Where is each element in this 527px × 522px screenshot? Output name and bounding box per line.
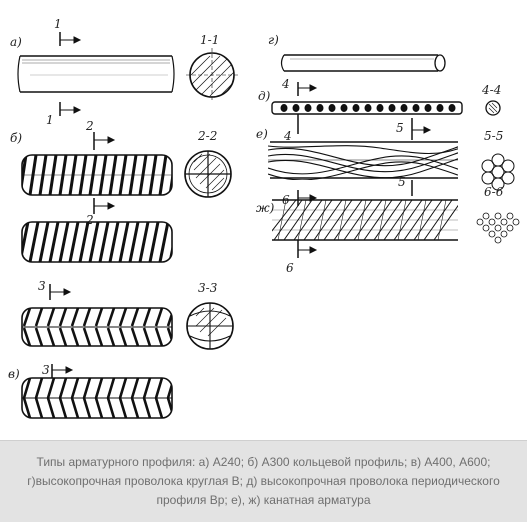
label-e: е): [256, 127, 268, 141]
cut-number-4-bottom: 4: [283, 129, 292, 143]
cut-number-5-bottom: 5: [398, 175, 406, 189]
cut-line-5-5: [411, 118, 432, 196]
label-zh: ж): [256, 201, 275, 215]
section-1-1: [186, 48, 238, 102]
strand-7-wire: [268, 141, 458, 180]
bar-a600-profile: [21, 377, 173, 419]
cut-line-1-1: [59, 32, 82, 116]
label-v: в): [8, 367, 20, 381]
wire-round-v: [280, 54, 446, 72]
bar-a400-profile: [21, 307, 173, 347]
bar-a300-ring-profile-view2: [21, 221, 173, 263]
cut-number-3-upper: 3: [38, 279, 46, 293]
label-g: г): [268, 33, 279, 47]
bar-a240: [17, 55, 175, 93]
cut-line-4-4: [297, 82, 318, 134]
bar-a300-ring-profile: [21, 154, 173, 196]
section-title-4-4: 4-4: [481, 83, 501, 97]
wire-periodic-vr: [271, 101, 463, 115]
cut-number-1-top: 1: [54, 17, 62, 31]
cut-number-1-bottom: 1: [46, 113, 54, 127]
rebar-profiles-drawing: а) 1 1 1-1 б) 2 2: [8, 17, 520, 419]
cut-line-3-3-lower: [51, 364, 74, 378]
label-b: б): [10, 131, 22, 145]
section-3-3: [186, 302, 234, 350]
cut-line-2-2: [93, 132, 116, 214]
figure-caption: Типы арматурного профиля: а) А240; б) А3…: [0, 440, 527, 522]
label-d: д): [258, 89, 271, 103]
cut-number-3-lower: 3: [42, 363, 50, 377]
section-4-4: [485, 100, 501, 116]
cut-number-2-bottom: 2: [85, 213, 94, 227]
section-5-5: [481, 153, 515, 191]
caption-text: Типы арматурного профиля: а) А240; б) А3…: [27, 455, 500, 507]
section-6-6: [476, 212, 520, 244]
section-title-6-6: 6-6: [484, 185, 504, 199]
section-2-2: [184, 150, 232, 198]
section-title-5-5: 5-5: [484, 129, 503, 143]
section-title-3-3: 3-3: [198, 281, 218, 295]
section-title-1-1: 1-1: [200, 33, 219, 47]
cut-line-3-3-upper: [49, 284, 72, 300]
cut-number-4-top: 4: [281, 77, 290, 91]
cut-number-5-top: 5: [396, 121, 404, 135]
cut-number-6-bottom: 6: [286, 261, 294, 275]
rope-strand: [272, 199, 458, 241]
cut-number-2-top: 2: [85, 119, 94, 133]
section-title-2-2: 2-2: [197, 129, 217, 143]
label-a: а): [10, 35, 22, 49]
